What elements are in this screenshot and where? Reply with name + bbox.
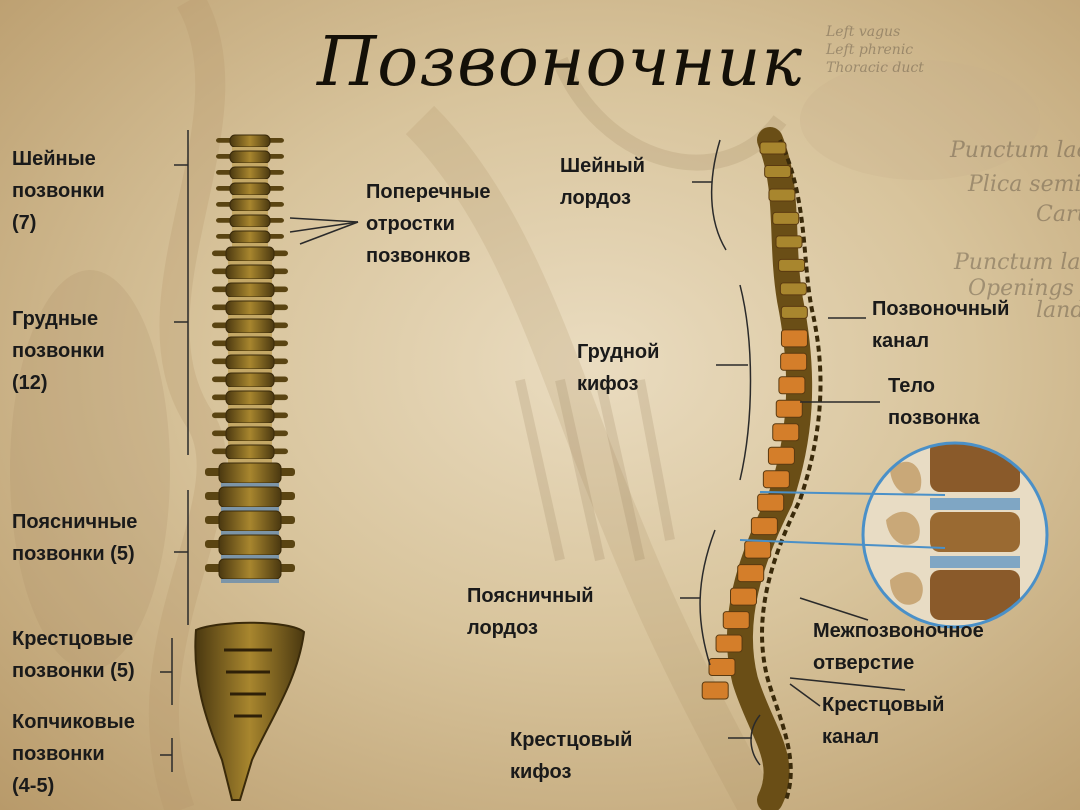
bg-text: Plica semil — [968, 172, 1080, 197]
intervertebral-disc — [228, 261, 272, 265]
label-sacral-vertebrae: Крестцовые позвонки (5) — [12, 628, 135, 682]
bg-text: Left vagus — [826, 24, 901, 40]
vertebral-body-side — [750, 517, 778, 536]
intervertebral-disc — [232, 179, 268, 183]
label-lumbar-lordosis: Поясничный лордоз — [467, 585, 594, 639]
intervertebral-disc — [232, 227, 268, 231]
vertebral-body-side — [715, 634, 743, 653]
intervertebral-disc — [228, 351, 272, 355]
bg-text: Thoracic duct — [826, 60, 924, 76]
vertebral-body-side — [708, 658, 736, 677]
intervertebral-disc — [228, 441, 272, 445]
label-transverse-processes: Поперечные отростки позвонков — [366, 181, 491, 267]
vertebral-body-side — [722, 611, 750, 630]
vertebral-body-side — [780, 352, 808, 371]
vertebral-body-side — [772, 423, 800, 442]
page-title: Позвоночник — [316, 23, 804, 102]
intervertebral-disc — [221, 579, 279, 583]
label-spinal-canal: Позвоночный канал — [872, 298, 1010, 352]
label-sacral-canal: Крестцовый канал — [822, 694, 945, 748]
vertebral-body-side — [780, 305, 808, 319]
intervertebral-disc — [228, 333, 272, 337]
intervertebral-disc — [228, 459, 272, 463]
vertebral-body-side — [780, 329, 808, 348]
label-thoracic-vertebrae: Грудные позвонки (12) — [12, 308, 105, 394]
intervertebral-disc — [221, 555, 279, 559]
bg-text: Punctum lac — [950, 138, 1080, 163]
vertebral-body-side — [775, 399, 803, 418]
label-intervertebral-foramen: Межпозвоночное отверстие — [813, 620, 984, 674]
bg-text: Punctum lac — [954, 250, 1080, 275]
label-cervical-lordosis: Шейный лордоз — [560, 155, 645, 209]
intervertebral-disc — [232, 195, 268, 199]
vertebral-body-side — [737, 564, 765, 583]
vertebral-body-side — [772, 211, 800, 225]
intervertebral-disc — [228, 423, 272, 427]
bg-text: Caru — [1036, 202, 1080, 227]
label-vertebral-body: Тело позвонка — [888, 375, 980, 429]
vertebral-body-side — [778, 376, 806, 395]
vertebral-body-side — [730, 587, 758, 606]
intervertebral-disc — [221, 507, 279, 511]
label-thoracic-kyphosis: Грудной кифоз — [577, 341, 660, 395]
label-sacral-kyphosis: Крестцовый кифоз — [510, 729, 633, 783]
label-cervical-vertebrae: Шейные позвонки (7) — [12, 148, 105, 234]
intervertebral-disc — [228, 405, 272, 409]
intervertebral-disc — [228, 315, 272, 319]
intervertebral-disc — [228, 297, 272, 301]
intervertebral-disc — [228, 369, 272, 373]
vertebral-body-side — [778, 258, 806, 272]
vertebral-body-side — [767, 446, 795, 465]
vertebral-body-side — [757, 493, 785, 512]
label-lumbar-vertebrae: Поясничные позвонки (5) — [12, 511, 138, 565]
intervertebral-disc — [221, 531, 279, 535]
vertebral-body-side — [762, 470, 790, 489]
bg-text: Openings of — [968, 276, 1080, 301]
label-coccygeal-vertebrae: Копчиковые позвонки (4-5) — [12, 711, 135, 797]
intervertebral-disc — [232, 211, 268, 215]
intervertebral-disc — [232, 163, 268, 167]
vertebral-body-side — [764, 164, 792, 178]
sacrum — [194, 621, 306, 801]
intervertebral-disc — [232, 147, 268, 151]
vertebral-body-side — [775, 235, 803, 249]
vertebral-body-side — [779, 282, 807, 296]
bg-text: lands — [1036, 298, 1080, 323]
intervertebral-disc — [228, 387, 272, 391]
vertebral-body-side — [759, 141, 787, 155]
intervertebral-disc — [232, 243, 268, 247]
intervertebral-disc — [228, 279, 272, 283]
intervertebral-disc — [221, 483, 279, 487]
vertebral-body-side — [701, 681, 729, 700]
vertebral-body-side — [768, 188, 796, 202]
bg-text: Left phrenic — [826, 42, 914, 58]
